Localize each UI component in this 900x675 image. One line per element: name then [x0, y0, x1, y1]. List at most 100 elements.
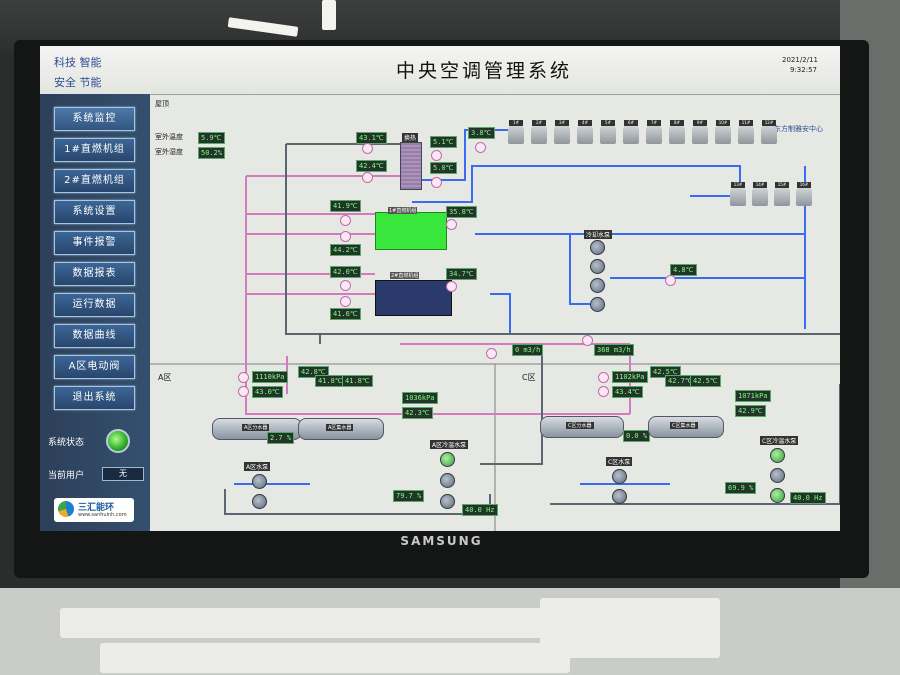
- hx-right-mid-temp: 5.0℃: [430, 162, 457, 174]
- valve-icon[interactable]: [665, 275, 676, 286]
- slogan-line-2: 安全 节能: [54, 76, 102, 89]
- a-hw-pump-running[interactable]: [440, 452, 455, 467]
- hx-label: 换热: [402, 133, 419, 142]
- c-distributor-label: C区分水器: [566, 422, 594, 429]
- flow-a-value: 0 m3/h: [512, 344, 544, 356]
- valve-icon[interactable]: [431, 150, 442, 161]
- chiller-2-unit[interactable]: [375, 280, 452, 316]
- outdoor-temp-label: 室外温度: [155, 133, 183, 141]
- valve-icon[interactable]: [486, 348, 497, 359]
- c-temp: 43.4℃: [612, 386, 643, 398]
- cooling-tower: [554, 126, 570, 144]
- a-pressure: 1110kPa: [252, 371, 288, 383]
- c-zone-pump[interactable]: [612, 489, 627, 504]
- valve-icon[interactable]: [598, 372, 609, 383]
- tower-label: 12#: [762, 120, 776, 126]
- ceiling-light: [322, 0, 336, 30]
- nav-chiller-2[interactable]: 2#直燃机组: [54, 169, 135, 193]
- c-hw-pump-running[interactable]: [770, 448, 785, 463]
- cooling-pump[interactable]: [590, 240, 605, 255]
- ch1-right-temp: 35.8℃: [446, 206, 477, 218]
- a-hw-pump[interactable]: [440, 473, 455, 488]
- valve-icon[interactable]: [238, 372, 249, 383]
- a-temp-4: 42.3℃: [402, 407, 433, 419]
- cooling-tower: [531, 126, 547, 144]
- a-hw-pump[interactable]: [440, 494, 455, 509]
- c-pressure-2: 1071kPa: [735, 390, 771, 402]
- valve-icon[interactable]: [340, 215, 351, 226]
- c-collector-label: C区集水器: [670, 422, 698, 429]
- c-pressure: 1102kPa: [612, 371, 648, 383]
- a-temp-2: 41.8℃: [315, 375, 346, 387]
- cooling-tower: [730, 188, 746, 206]
- valve-icon[interactable]: [431, 177, 442, 188]
- valve-icon[interactable]: [446, 219, 457, 230]
- cw-return-temp: 4.8℃: [670, 264, 697, 276]
- a-pump-freq: 79.7 %: [393, 490, 425, 502]
- tower-label: 10#: [716, 120, 730, 126]
- c-temp-3: 42.5℃: [690, 375, 721, 387]
- valve-icon[interactable]: [340, 231, 351, 242]
- valve-icon[interactable]: [340, 280, 351, 291]
- nav-system-settings[interactable]: 系统设置: [54, 200, 135, 224]
- hvac-diagram: 屋顶 室外温度 5.9℃ 室外湿度 50.2% 换热 43.1℃ 5.1℃ 3.…: [150, 94, 840, 531]
- a-zone-pump[interactable]: [252, 474, 267, 489]
- current-user-label: 当前用户: [48, 471, 85, 481]
- nav-chiller-1[interactable]: 1#直燃机组: [54, 138, 135, 162]
- ch2-left-temp: 42.0℃: [330, 266, 361, 278]
- c-hw-pump[interactable]: [770, 468, 785, 483]
- tower-label: 3#: [555, 120, 569, 126]
- valve-icon[interactable]: [238, 386, 249, 397]
- org-name: 东方制雅安中心: [774, 125, 823, 133]
- nav-data-report[interactable]: 数据报表: [54, 262, 135, 286]
- hx-right-top-temp: 5.1℃: [430, 136, 457, 148]
- cooling-tower: [623, 126, 639, 144]
- c-hz: 40.0 Hz: [790, 492, 826, 504]
- c-temp-4: 42.9℃: [735, 405, 766, 417]
- nav-system-monitor[interactable]: 系统监控: [54, 107, 135, 131]
- cooling-tower: [508, 126, 524, 144]
- c-hw-pump-running[interactable]: [770, 488, 785, 503]
- valve-icon[interactable]: [362, 143, 373, 154]
- cooling-pump[interactable]: [590, 278, 605, 293]
- cooling-tower: [761, 126, 777, 144]
- c-zone-pump[interactable]: [612, 469, 627, 484]
- tower-label: 11#: [739, 120, 753, 126]
- c-pump-freq: 69.9 %: [725, 482, 757, 494]
- cooling-tower: [715, 126, 731, 144]
- heat-exchanger: [400, 142, 422, 190]
- valve-icon[interactable]: [340, 296, 351, 307]
- nav-run-data[interactable]: 运行数据: [54, 293, 135, 317]
- a-temp: 43.0℃: [252, 386, 283, 398]
- tower-label: 2#: [532, 120, 546, 126]
- cooling-tower-row-1: 1# 2# 3# 4# 5# 6# 7# 8# 9# 10# 11# 12#: [508, 120, 788, 150]
- valve-icon[interactable]: [362, 172, 373, 183]
- chiller-1-unit[interactable]: [375, 212, 447, 250]
- cooling-pump[interactable]: [590, 259, 605, 274]
- ch1-left2-temp: 44.2℃: [330, 244, 361, 256]
- outdoor-hum-value: 50.2%: [198, 147, 226, 159]
- a-valve-opening: 2.7 %: [267, 432, 295, 444]
- nav-event-alarm[interactable]: 事件报警: [54, 231, 135, 255]
- logo-mark-icon: [58, 501, 74, 517]
- scada-screen: 科技 智能 安全 节能 中央空调管理系统 2021/2/11 9:32:57 东…: [40, 46, 840, 531]
- cooling-tower: [646, 126, 662, 144]
- a-zone-pump[interactable]: [252, 494, 267, 509]
- a-collector-label: A区集水器: [326, 424, 354, 431]
- cooling-pump[interactable]: [590, 297, 605, 312]
- valve-icon[interactable]: [446, 281, 457, 292]
- valve-icon[interactable]: [598, 386, 609, 397]
- nav-exit-system[interactable]: 退出系统: [54, 386, 135, 410]
- nav-zone-a-valve[interactable]: A区电动阀: [54, 355, 135, 379]
- valve-icon[interactable]: [475, 142, 486, 153]
- tower-label: 8#: [670, 120, 684, 126]
- tower-label: 9#: [693, 120, 707, 126]
- cooling-tower: [796, 188, 812, 206]
- a-hz: 40.0 Hz: [462, 504, 498, 516]
- outdoor-temp-value: 5.9℃: [198, 132, 225, 144]
- chiller-1-label: 1#直燃机组: [388, 207, 418, 214]
- c-hw-pump-label: C区冷温水泵: [760, 436, 799, 445]
- nav-data-curve[interactable]: 数据曲线: [54, 324, 135, 348]
- valve-icon[interactable]: [582, 335, 593, 346]
- tower-label: 7#: [647, 120, 661, 126]
